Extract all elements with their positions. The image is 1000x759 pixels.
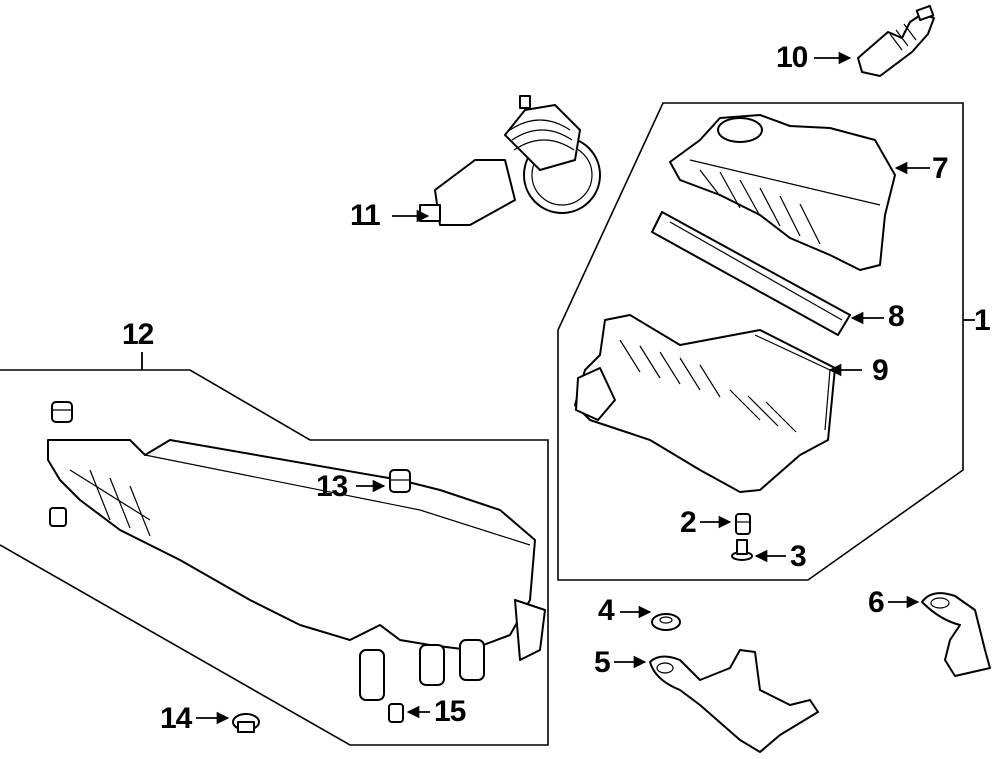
part-12-air-box bbox=[47, 439, 546, 701]
callout-6: 6 bbox=[868, 586, 885, 619]
callout-3: 3 bbox=[790, 540, 807, 573]
callout-2: 2 bbox=[680, 506, 697, 539]
callout-9: 9 bbox=[872, 354, 889, 387]
part-5-bracket bbox=[649, 649, 819, 753]
callout-12: 12 bbox=[122, 318, 154, 351]
part-7-cover bbox=[669, 114, 896, 271]
part-4-nut bbox=[651, 613, 681, 631]
part-2-grommet bbox=[735, 513, 751, 535]
group-outline-assembly-1 bbox=[557, 102, 964, 581]
callout-8: 8 bbox=[888, 300, 905, 333]
part-8-filter bbox=[651, 211, 851, 336]
group-outline-assembly-12 bbox=[0, 369, 549, 746]
part-14-grommet bbox=[232, 713, 260, 733]
part-10-sensor bbox=[857, 4, 935, 77]
part-12-grommet-top bbox=[51, 401, 73, 423]
part-6-bracket bbox=[921, 592, 991, 677]
callout-11: 11 bbox=[350, 199, 381, 232]
callout-7: 7 bbox=[932, 152, 949, 185]
part-13-grommet bbox=[389, 469, 411, 493]
part-11-intake-hose bbox=[419, 95, 601, 226]
part-3-bolt bbox=[731, 539, 753, 561]
callout-4: 4 bbox=[598, 594, 615, 627]
part-9-lower-housing bbox=[574, 314, 836, 493]
callout-14: 14 bbox=[160, 702, 192, 735]
callout-15: 15 bbox=[434, 695, 466, 728]
part-15-bolt bbox=[388, 703, 404, 723]
part-12-bolt-small bbox=[49, 507, 67, 527]
callout-1: 1 bbox=[974, 304, 991, 337]
callout-13: 13 bbox=[316, 470, 348, 503]
callout-10: 10 bbox=[776, 41, 808, 74]
callout-5: 5 bbox=[594, 646, 611, 679]
